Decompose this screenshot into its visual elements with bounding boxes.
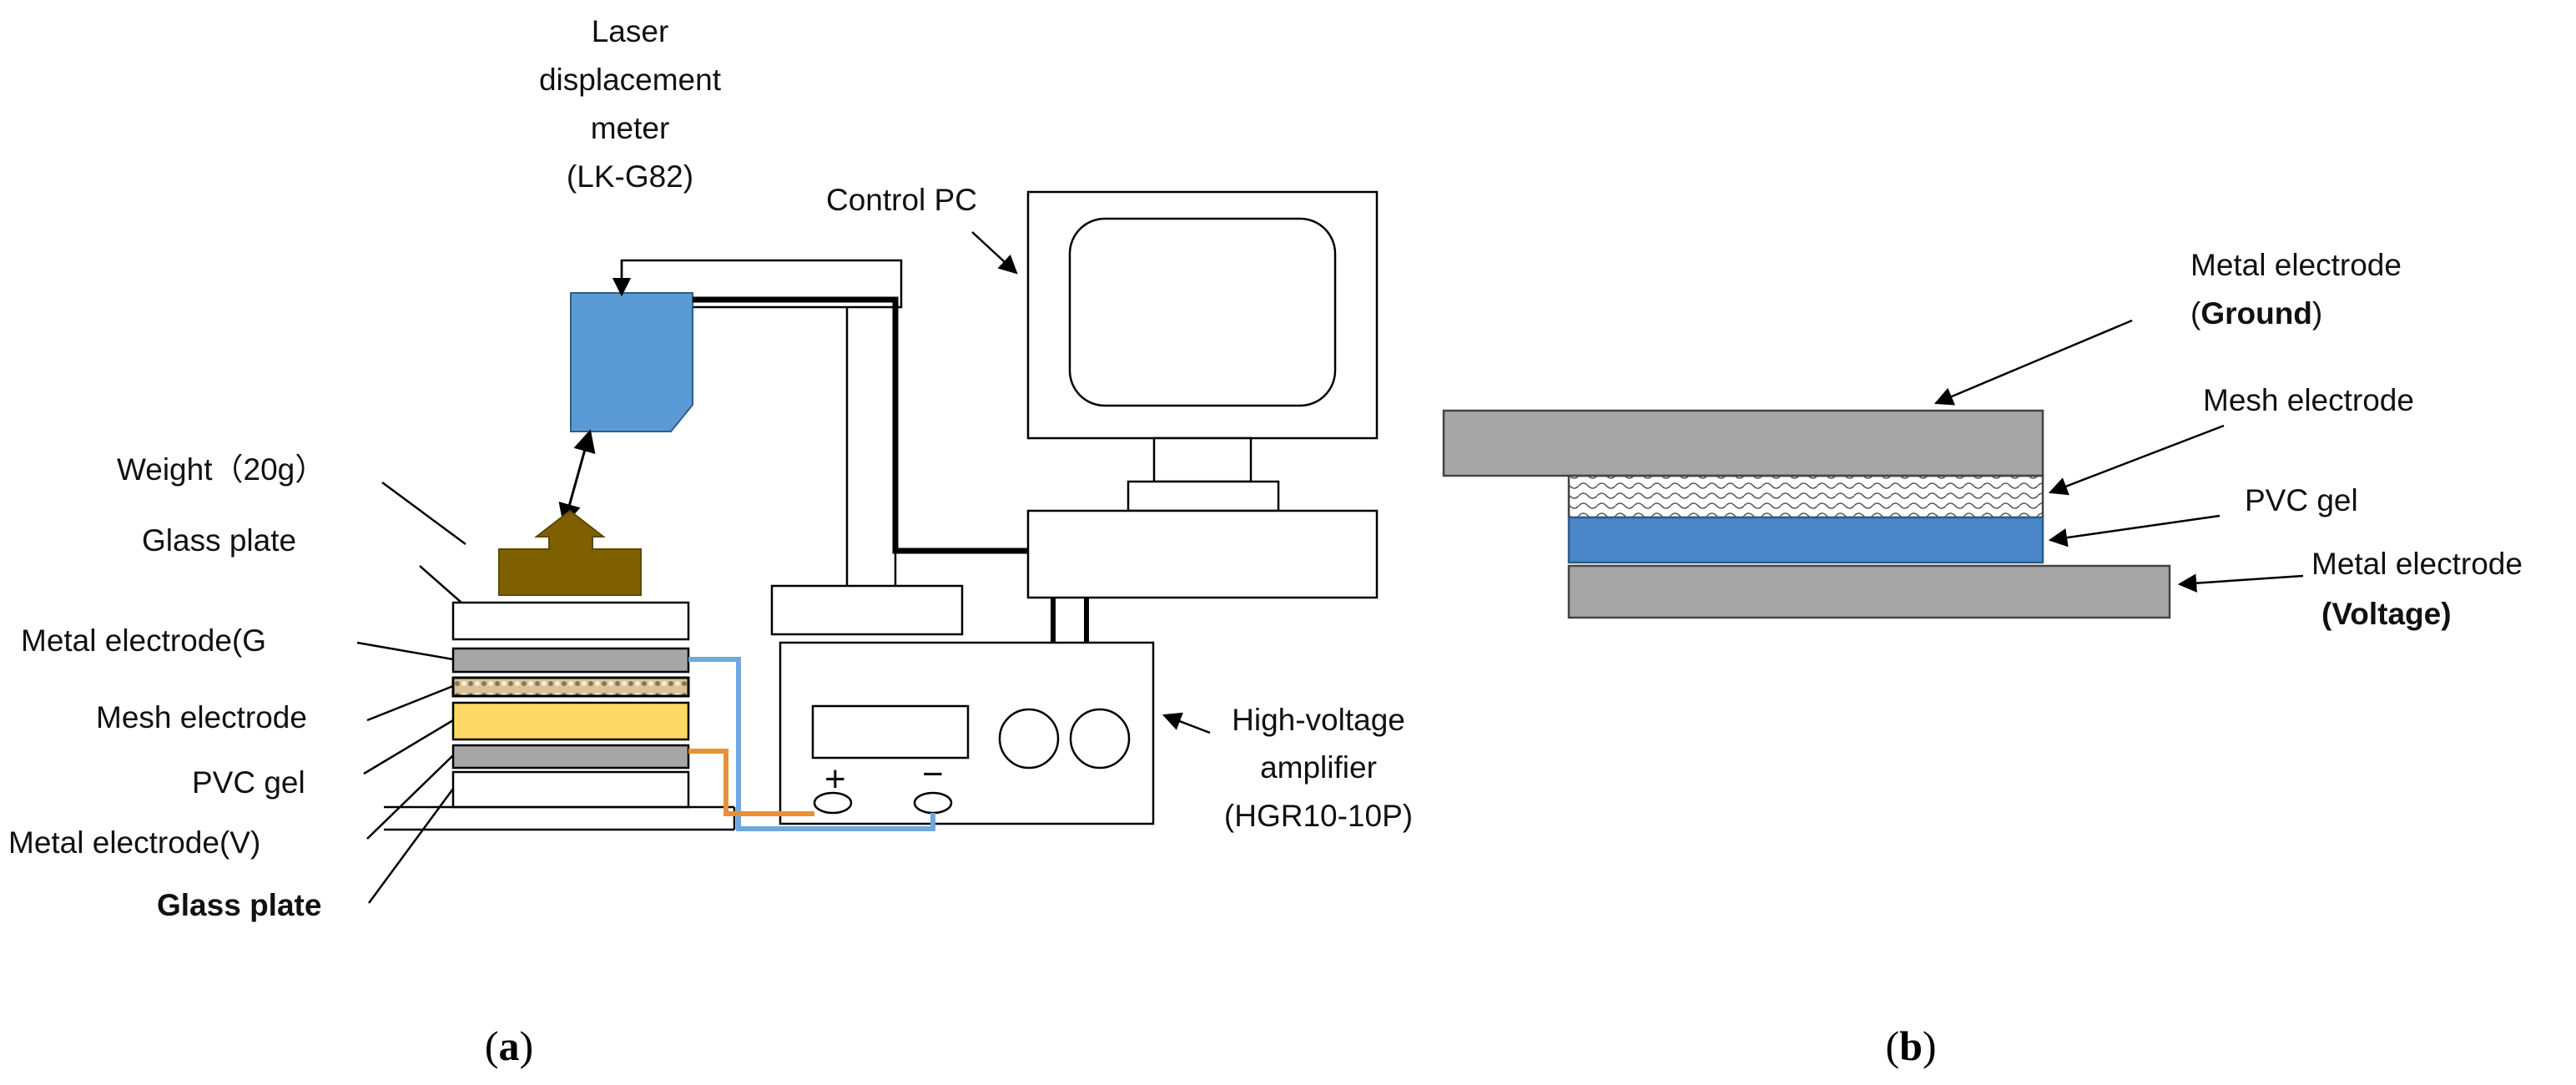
pvc-gel-a-label: PVC gel [192, 765, 305, 800]
glass-plate-bottom [451, 770, 690, 809]
amplifier-label-line1: High-voltage [1232, 703, 1405, 737]
metal-electrode-voltage-b [1567, 564, 2171, 619]
pvc-gel-b [1567, 516, 2044, 564]
plus-sign: + [824, 759, 846, 800]
laser-label-line3: meter [591, 111, 670, 145]
laser-label-line1: Laser [592, 14, 669, 48]
ground-arrow [1933, 319, 2133, 406]
minus-terminal [913, 791, 953, 815]
mesh-electrode-b-label: Mesh electrode [2203, 383, 2414, 417]
metal-voltage-label-line1: Metal electrode [2311, 547, 2523, 581]
metal-electrode-ground-a [451, 647, 690, 674]
blue-wire [688, 657, 935, 831]
mesh-electrode-a-label: Mesh electrode [96, 700, 307, 734]
laser-sensor [570, 292, 693, 432]
metal-ground-label-line1: Metal electrode [2190, 248, 2402, 282]
weight-block [498, 509, 642, 596]
pvc-gel-a [451, 701, 690, 741]
metal-ground-label-line2: (Ground) [2190, 296, 2322, 331]
metal-electrode-v-label: Metal electrode(V) [8, 825, 260, 860]
caption-b: (b) [1885, 1022, 1936, 1069]
high-voltage-amplifier [779, 641, 1155, 825]
laser-measure-arrow [558, 429, 596, 527]
sensor-cable [693, 296, 1028, 554]
panel-b: Metal electrode (Ground) Mesh electrode … [1442, 248, 2523, 1069]
plus-terminal [813, 791, 853, 815]
orange-wire [688, 749, 814, 816]
metal-electrode-voltage-a [451, 744, 690, 770]
laser-label-line2: displacement [539, 63, 722, 97]
pvc-gel-b-label: PVC gel [2245, 483, 2358, 517]
amplifier-label-line3: (HGR10-10P) [1224, 799, 1413, 833]
minus-sign: − [922, 754, 944, 795]
panel-a: + − Laser displacement meter (LK-G82) Co… [8, 14, 1413, 1069]
caption-a: (a) [485, 1022, 533, 1069]
control-pc-arrow [971, 231, 1018, 275]
control-pc [1026, 190, 1379, 599]
control-pc-label: Control PC [826, 183, 977, 217]
glass-plate-top [451, 601, 690, 641]
mesh-electrode-a [451, 676, 690, 698]
amplifier-arrow [1162, 712, 1211, 734]
pvc-arrow-b [2048, 514, 2221, 548]
mesh-arrow-b [2048, 424, 2225, 496]
metal-electrode-ground-b [1442, 409, 2044, 477]
amplifier-label-line2: amplifier [1260, 750, 1377, 785]
weight-label: Weight（20g） [117, 452, 325, 487]
metal-voltage-label-line2: (Voltage) [2321, 597, 2452, 631]
mesh-electrode-b [1567, 474, 2044, 519]
glass-plate-top-label: Glass plate [142, 523, 296, 558]
metal-electrode-g-label: Metal electrode(G [21, 623, 266, 658]
glass-plate-bottom-label: Glass plate [157, 888, 321, 922]
voltage-arrow [2177, 573, 2304, 593]
laser-label-line4: (LK-G82) [567, 159, 693, 194]
